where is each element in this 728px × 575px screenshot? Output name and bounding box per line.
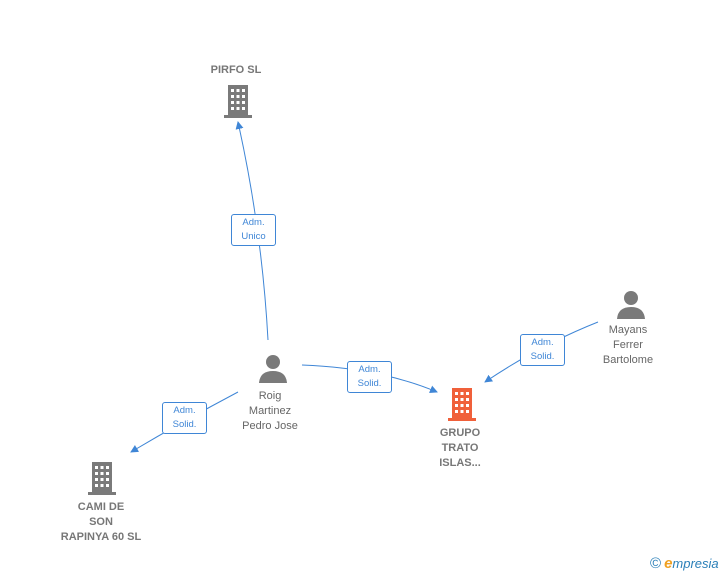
- brand-initial: e: [664, 555, 673, 572]
- copyright-icon: ©: [650, 555, 662, 572]
- edge-label-roig-pirfo: Adm. Unico: [231, 214, 276, 246]
- building-icon[interactable]: [221, 83, 255, 119]
- node-label-grupo: GRUPO TRATO ISLAS...: [439, 427, 481, 469]
- building-icon[interactable]: [85, 460, 119, 496]
- brand-name: mpresia: [672, 556, 719, 571]
- brand-logo[interactable]: ©empresia: [650, 555, 719, 572]
- node-label-cami: CAMI DE SON RAPINYA 60 SL: [60, 501, 142, 543]
- edge-label-mayans-grupo: Adm. Solid.: [520, 334, 565, 366]
- node-label-mayans: Mayans Ferrer Bartolome: [602, 324, 654, 366]
- node-label-roig: Roig Martinez Pedro Jose: [242, 390, 298, 432]
- person-icon[interactable]: [615, 288, 647, 320]
- building-icon-highlighted[interactable]: [445, 386, 479, 422]
- edge-label-roig-grupo: Adm. Solid.: [347, 361, 392, 393]
- node-label-pirfo: PIRFO SL: [210, 64, 262, 76]
- edge-label-roig-cami: Adm. Solid.: [162, 402, 207, 434]
- person-icon[interactable]: [257, 352, 289, 384]
